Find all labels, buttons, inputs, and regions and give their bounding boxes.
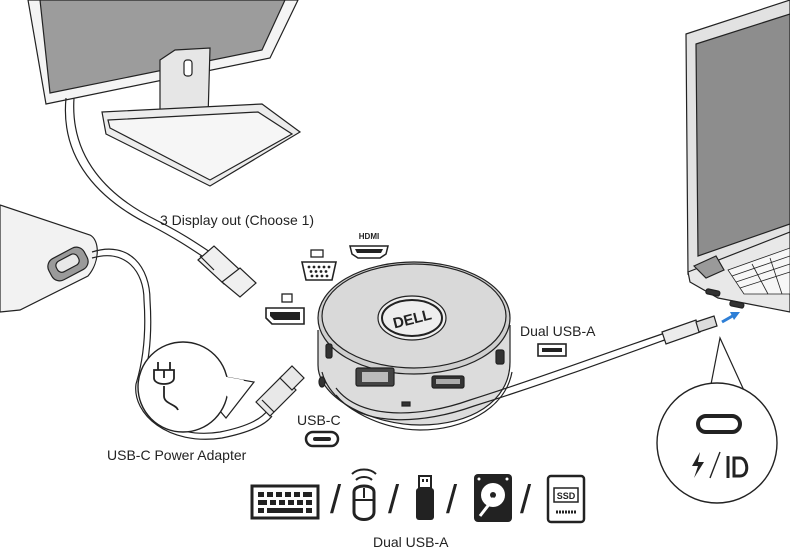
separator-slash: / (388, 478, 400, 522)
power-plug-icon (153, 362, 179, 411)
dual-usb-a-label-right: Dual USB-A (520, 323, 596, 339)
separator-slash: / (520, 478, 532, 522)
ssd-icon-label: SSD (557, 491, 576, 501)
usb-c-port-icon-hub (304, 430, 340, 448)
mouse-icon (351, 468, 377, 521)
usb-flash-drive-icon (416, 475, 434, 520)
dual-usb-a-label-bottom: Dual USB-A (373, 534, 449, 550)
hub-usb-c-cable (335, 331, 671, 421)
laptop-port-callout (656, 336, 778, 504)
power-plug-callout (137, 341, 256, 433)
displayport-port-icon (265, 293, 305, 325)
hub-cable-usb-c-plug (661, 315, 718, 345)
laptop (685, 0, 790, 313)
usb-c-label: USB-C (297, 412, 341, 428)
display-out-label: 3 Display out (Choose 1) (160, 212, 315, 228)
power-adapter (0, 204, 98, 313)
thunderbolt-icon (692, 452, 704, 478)
hdmi-port-icon: HDMI (349, 232, 389, 259)
usb-c-port-icon (696, 414, 742, 434)
monitor (27, 0, 302, 187)
hdmi-logo-text: HDMI (359, 232, 379, 241)
laptop-keyboard (727, 247, 790, 295)
usb-a-port-icon (537, 343, 567, 357)
usb-c-power-adapter-label: USB-C Power Adapter (107, 447, 247, 463)
separator-slash: / (330, 478, 342, 522)
display-cable (64, 97, 211, 259)
displayport-icon (726, 456, 749, 478)
ssd-icon: SSD (546, 474, 586, 524)
keyboard-icon (250, 484, 320, 520)
dell-logo: DELL (377, 295, 447, 341)
vga-port-icon (301, 249, 337, 281)
display-cable-plug (197, 245, 257, 298)
dell-mobile-adapter-hub: DELL (317, 261, 513, 431)
power-cable-usb-c-plug (255, 365, 305, 417)
insert-arrow (721, 312, 740, 324)
hard-drive-icon (474, 474, 512, 522)
separator-slash: / (446, 478, 458, 522)
